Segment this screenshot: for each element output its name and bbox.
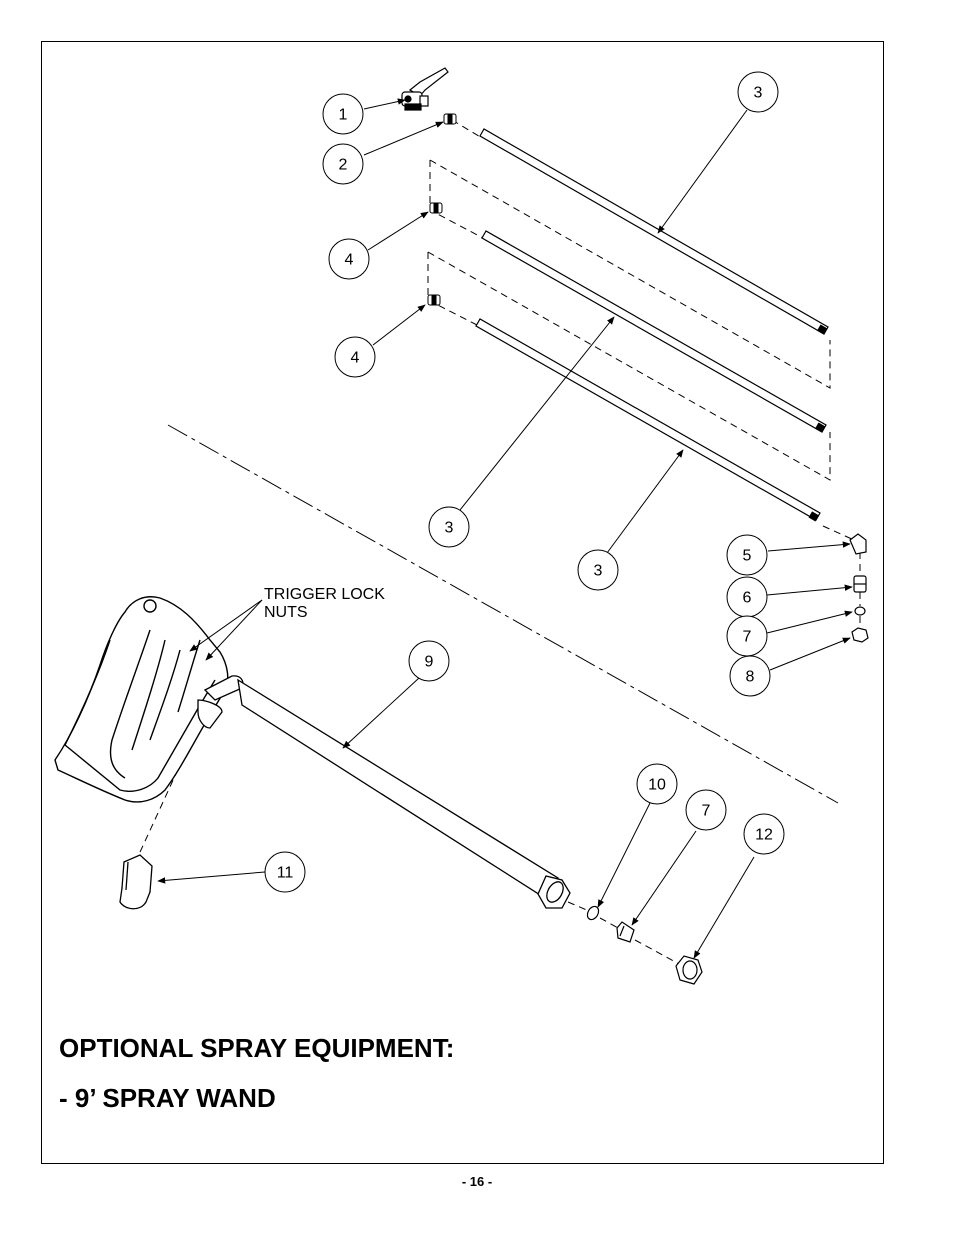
spray-gun [54,596,229,803]
callout-number: 3 [754,85,763,102]
callout-balloon [264,851,306,893]
section-title: OPTIONAL SPRAY EQUIPMENT: [59,1033,455,1063]
trigger-lock-note-line2: NUTS [264,604,308,621]
rod-upper [479,128,829,335]
leader-arrows [157,98,853,959]
callout-balloon [729,655,771,697]
rod-middle [481,230,827,433]
callout-balloon [328,238,370,280]
callout-balloon [743,813,785,855]
nozzle-small-parts [849,533,869,643]
callout-number: 3 [594,563,603,580]
callout-balloon [334,336,376,378]
callout-balloon [322,143,364,185]
callout-number: 5 [743,548,752,565]
wand-tip-parts [586,905,703,985]
callout-number: 8 [746,669,755,686]
callout-number: 7 [743,629,752,646]
callout-balloon [685,789,727,831]
callout-number: 4 [351,350,360,367]
callout-number: 7 [702,803,711,820]
ball-valve [401,67,449,111]
callout-number: 1 [339,107,348,124]
nipple-fittings [427,113,457,306]
callout-number: 12 [755,827,773,844]
section-subtitle: - 9’ SPRAY WAND [59,1083,276,1113]
callout-balloon [726,534,768,576]
trigger-lock-note-line1: TRIGGER LOCK [264,586,385,603]
page-number: - 16 - [461,1174,493,1189]
callout-balloon [428,506,470,548]
extension-rods [475,128,829,521]
callout-number: 3 [445,520,454,537]
callout-number: 6 [743,590,752,607]
callout-balloon [408,640,450,682]
wand-tube [197,675,571,909]
quick-coupler [119,854,153,910]
rod-lower [475,318,821,521]
drawing-frame [41,41,884,1164]
callout-number: 10 [648,777,666,794]
section-divider-line [167,424,839,804]
callout-number: 2 [339,157,348,174]
callout-balloon [322,93,364,135]
callout-balloon [636,763,678,805]
callout-balloon [577,549,619,591]
callout-number: 4 [345,252,354,269]
callout-balloon [737,71,779,113]
callout-number: 11 [277,865,294,882]
callout-number: 9 [425,654,434,671]
